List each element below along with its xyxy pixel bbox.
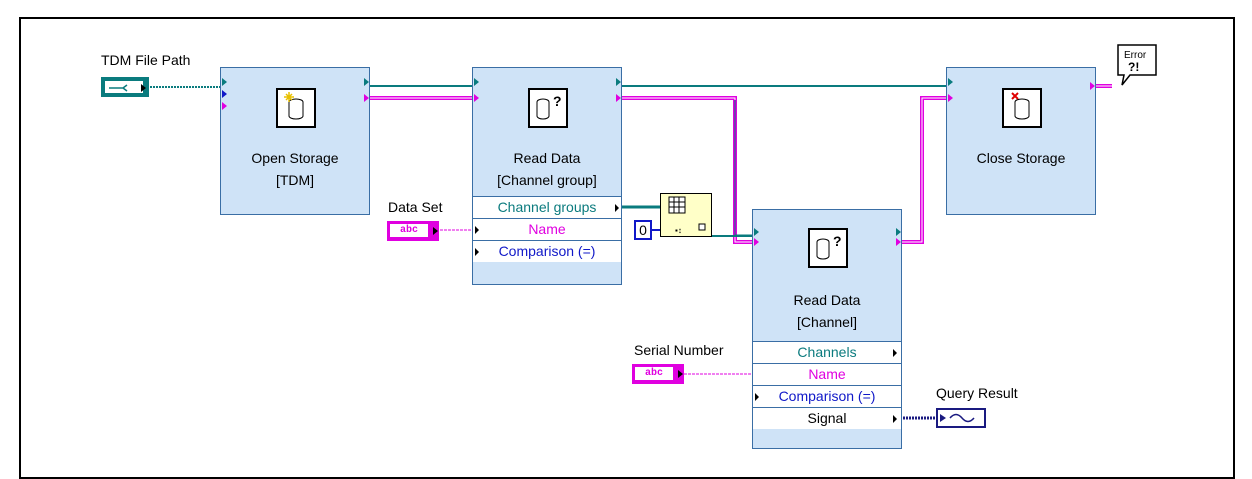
index-array-function[interactable]: ▪↕ [660,193,712,237]
string-icon: abc [635,367,673,380]
svg-text:?: ? [833,233,842,249]
waveform-icon [940,413,975,423]
output-terminal-icon [896,228,901,236]
prop-comparison-label: Comparison (=) [778,388,876,404]
prop-name-label: Name [528,221,566,237]
input-terminal-icon [475,226,479,234]
prop-signal[interactable]: Signal [753,407,901,429]
input-terminal-icon [948,78,953,86]
open-storage-node[interactable]: Open Storage [TDM] [220,67,370,215]
output-terminal-icon [1090,82,1095,90]
input-terminal-icon [474,94,479,102]
output-terminal-icon [896,238,901,246]
data-set-control[interactable]: abc [387,221,439,241]
close-storage-icon [1002,88,1042,128]
close-storage-node[interactable]: Close Storage [946,67,1096,215]
path-icon [105,81,143,93]
read-channel-title-2: [Channel] [797,314,857,330]
index-constant[interactable]: 0 [634,220,652,240]
read-channel-node[interactable]: ? Read Data [Channel] Channels Name Comp… [752,209,902,449]
error-wire-3-inner [902,97,946,243]
svg-text:?!: ?! [1128,60,1139,74]
close-storage-title: Close Storage [976,150,1066,166]
input-terminal-icon [948,94,953,102]
output-terminal-icon [616,78,621,86]
output-terminal-icon [615,204,619,212]
output-terminal-icon [616,94,621,102]
input-terminal-icon [754,228,759,236]
tdm-file-path-control[interactable] [101,77,149,97]
refnum-wire-3 [734,100,752,236]
prop-channel-groups-label: Channel groups [497,199,597,215]
prop-name[interactable]: Name [473,218,621,240]
read-channel-title-1: Read Data [793,292,861,308]
input-terminal-icon [755,393,759,401]
query-result-label: Query Result [936,385,1018,401]
output-terminal-icon [893,349,897,357]
error-wire-3 [902,96,946,244]
read-channel-group-node[interactable]: ? Read Data [Channel group] Channel grou… [472,67,622,285]
error-text: Error [1124,50,1147,61]
read-data-icon: ? [528,88,568,128]
input-terminal-icon [754,238,759,246]
tdm-file-path-label: TDM File Path [101,52,191,68]
prop-name[interactable]: Name [753,363,901,385]
error-bubble-icon: Error ?! [1117,44,1157,86]
output-terminal-icon [364,78,369,86]
prop-comparison[interactable]: Comparison (=) [473,240,621,262]
input-terminal-icon [222,78,227,86]
prop-signal-label: Signal [807,410,847,426]
output-terminal-icon [364,94,369,102]
read-group-title-2: [Channel group] [497,172,597,188]
input-terminal-icon [222,102,227,110]
prop-comparison[interactable]: Comparison (=) [753,385,901,407]
data-set-label: Data Set [388,199,443,215]
svg-text:?: ? [553,93,562,109]
error-indicator[interactable]: Error ?! [1112,41,1162,89]
open-storage-title-1: Open Storage [251,150,339,166]
serial-number-label: Serial Number [634,342,724,358]
svg-text:▪↕: ▪↕ [675,226,682,235]
open-storage-icon [276,88,316,128]
open-storage-title-2: [TDM] [275,172,315,188]
prop-channels[interactable]: Channels [753,341,901,363]
index-array-icon: ▪↕ [668,196,706,235]
output-terminal-icon [893,415,897,423]
input-terminal-icon [474,78,479,86]
string-icon: abc [390,224,428,237]
prop-comparison-label: Comparison (=) [498,243,596,259]
input-terminal-icon [475,248,479,256]
read-data-icon: ? [808,228,848,268]
read-group-title-1: Read Data [513,150,581,166]
prop-channel-groups[interactable]: Channel groups [473,196,621,218]
input-terminal-icon [222,90,227,98]
prop-channels-label: Channels [797,344,857,360]
query-result-indicator[interactable] [936,408,986,428]
serial-number-control[interactable]: abc [632,364,684,384]
prop-name-label: Name [808,366,846,382]
